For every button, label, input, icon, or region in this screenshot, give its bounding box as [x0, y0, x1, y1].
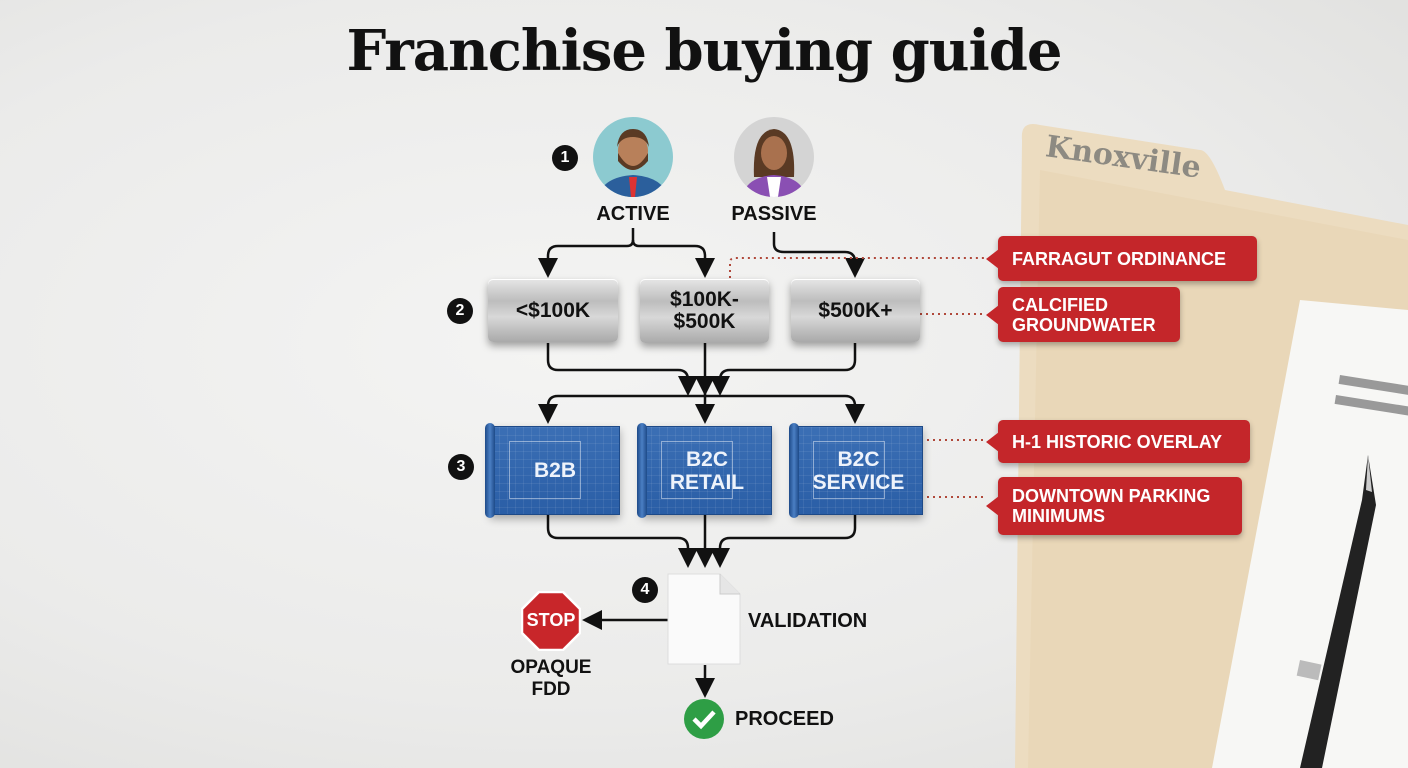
- type-b2c-service-label: B2C SERVICE: [812, 447, 905, 494]
- type-b2b[interactable]: B2B: [485, 423, 620, 518]
- callout-h1-historic-overlay: H-1 HISTORIC OVERLAY: [986, 420, 1250, 463]
- pen-icon: [1296, 455, 1376, 768]
- type-b2c-retail-label: B2C RETAIL: [669, 447, 745, 494]
- option-passive[interactable]: PASSIVE: [731, 203, 817, 225]
- passive-avatar-icon: [734, 117, 814, 197]
- budget-100k-500k[interactable]: $100K- $500K: [640, 279, 769, 343]
- callout-calcified-groundwater-text: CALCIFIED GROUNDWATER: [1012, 294, 1156, 335]
- opaque-fdd-label: OPAQUE FDD: [510, 657, 592, 700]
- validation-label: VALIDATION: [748, 610, 868, 632]
- step-badge-4: 4: [632, 577, 658, 603]
- proceed-label: PROCEED: [735, 708, 834, 730]
- document-icon: [667, 573, 741, 665]
- budget-under-100k[interactable]: <$100K: [488, 279, 618, 342]
- page-title: Franchise buying guide: [346, 18, 1063, 84]
- stop-sign-text: STOP: [526, 610, 576, 630]
- paper-sheet: [1212, 300, 1408, 768]
- checkmark-icon: [684, 699, 724, 739]
- active-avatar-icon: [593, 117, 673, 197]
- step-badge-3: 3: [448, 454, 474, 480]
- type-b2c-service[interactable]: B2C SERVICE: [789, 423, 923, 518]
- step-badge-1: 1: [552, 145, 578, 171]
- option-active[interactable]: ACTIVE: [596, 203, 670, 225]
- type-b2b-label: B2B: [533, 459, 576, 482]
- budget-100k-500k-label: $100K- $500K: [670, 288, 739, 333]
- budget-500k-plus[interactable]: $500K+: [791, 279, 920, 342]
- stop-sign-icon: [521, 591, 581, 651]
- callout-downtown-parking-text: DOWNTOWN PARKING MINIMUMS: [1012, 486, 1211, 526]
- type-b2c-retail[interactable]: B2C RETAIL: [637, 423, 772, 518]
- callout-calcified-groundwater: CALCIFIED GROUNDWATER: [986, 287, 1180, 342]
- step-badge-2: 2: [447, 298, 473, 324]
- callout-downtown-parking: DOWNTOWN PARKING MINIMUMS: [986, 477, 1242, 535]
- callout-farragut-ordinance: FARRAGUT ORDINANCE: [986, 236, 1257, 281]
